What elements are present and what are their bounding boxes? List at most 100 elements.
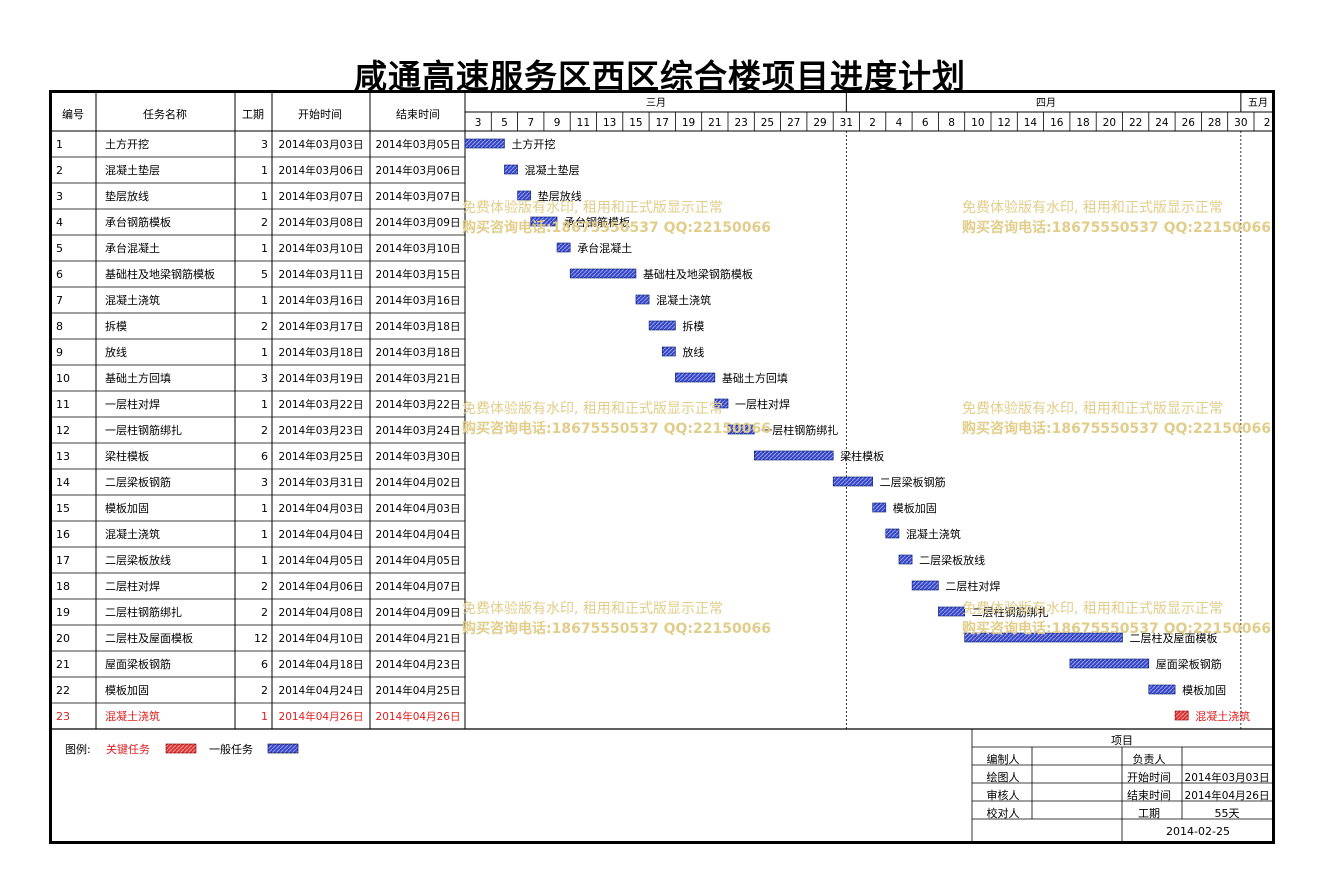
task-duration: 1 xyxy=(261,190,268,203)
task-bar-label: 二层梁板钢筋 xyxy=(880,475,946,489)
task-end: 2014年04月07日 xyxy=(376,580,461,593)
task-duration: 6 xyxy=(261,450,268,463)
task-end: 2014年03月10日 xyxy=(376,242,461,255)
task-duration: 1 xyxy=(261,164,268,177)
day-tick-label: 25 xyxy=(761,117,774,129)
task-duration: 3 xyxy=(261,138,268,151)
task-bar xyxy=(464,138,505,149)
day-tick-label: 12 xyxy=(997,117,1010,129)
task-start: 2014年04月24日 xyxy=(279,684,364,697)
task-end: 2014年03月09日 xyxy=(376,216,461,229)
gantt-bar-group: 基础土方回填 xyxy=(675,371,788,385)
task-duration: 5 xyxy=(261,268,268,281)
task-id: 22 xyxy=(56,684,70,697)
task-id: 2 xyxy=(56,164,63,177)
task-end: 2014年03月06日 xyxy=(376,164,461,177)
task-bar xyxy=(727,424,755,435)
task-bar xyxy=(1069,658,1150,669)
task-bar-label: 基础土方回填 xyxy=(722,371,788,385)
day-tick-label: 23 xyxy=(734,117,747,129)
task-duration: 1 xyxy=(261,528,268,541)
task-bar-label: 一层柱钢筋绑扎 xyxy=(761,423,838,437)
day-tick-label: 30 xyxy=(1234,117,1247,129)
legend: 图例: 关键任务 一般任务 xyxy=(65,742,299,756)
task-name: 模板加固 xyxy=(105,683,149,697)
task-bar xyxy=(661,346,676,357)
task-name: 承台混凝土 xyxy=(105,241,160,255)
task-bar-label: 基础柱及地梁钢筋模板 xyxy=(643,267,753,281)
gantt-bar-group: 二层柱钢筋绑扎 xyxy=(938,605,1049,619)
task-start: 2014年03月10日 xyxy=(279,242,364,255)
task-duration: 1 xyxy=(261,346,268,359)
task-duration: 2 xyxy=(261,606,268,619)
task-id: 5 xyxy=(56,242,63,255)
task-id: 21 xyxy=(56,658,70,671)
task-end: 2014年03月07日 xyxy=(376,190,461,203)
task-bar xyxy=(635,294,650,305)
info-header: 项目 xyxy=(1111,734,1133,747)
gantt-bar-group: 承台混凝土 xyxy=(556,241,632,255)
task-end: 2014年03月21日 xyxy=(376,372,461,385)
info-compiler-label: 编制人 xyxy=(987,752,1020,766)
task-start: 2014年03月18日 xyxy=(279,346,364,359)
task-end: 2014年04月02日 xyxy=(376,476,461,489)
task-end: 2014年04月21日 xyxy=(376,632,461,645)
task-end: 2014年04月09日 xyxy=(376,606,461,619)
task-bar-label: 承台钢筋模板 xyxy=(564,215,630,229)
task-id: 16 xyxy=(56,528,70,541)
task-duration: 1 xyxy=(261,502,268,515)
day-tick-label: 31 xyxy=(840,117,853,129)
gantt-bar-group: 模板加固 xyxy=(1148,683,1226,697)
task-bar xyxy=(504,164,518,175)
day-tick-label: 13 xyxy=(603,117,616,129)
task-duration: 2 xyxy=(261,684,268,697)
task-id: 15 xyxy=(56,502,70,515)
task-name: 二层梁板放线 xyxy=(105,553,171,567)
day-tick-label: 11 xyxy=(577,117,590,129)
day-tick-label: 7 xyxy=(527,117,534,129)
task-start: 2014年03月08日 xyxy=(279,216,364,229)
task-id: 9 xyxy=(56,346,63,359)
task-bar-label: 二层柱及屋面模板 xyxy=(1130,631,1218,645)
task-start: 2014年04月03日 xyxy=(279,502,364,515)
critical-task-bar xyxy=(1174,710,1189,721)
task-name: 一层柱钢筋绑扎 xyxy=(105,423,182,437)
info-end-value: 2014年04月26日 xyxy=(1185,789,1270,802)
info-date: 2014-02-25 xyxy=(1166,825,1230,838)
task-end: 2014年03月24日 xyxy=(376,424,461,437)
task-id: 11 xyxy=(56,398,70,411)
task-id: 4 xyxy=(56,216,63,229)
task-start: 2014年03月31日 xyxy=(279,476,364,489)
info-drawer-label: 绘图人 xyxy=(987,770,1020,784)
task-bar-label: 垫层放线 xyxy=(538,189,582,203)
task-end: 2014年04月04日 xyxy=(376,528,461,541)
gantt-bar-group: 模板加固 xyxy=(872,501,937,515)
task-end: 2014年04月03日 xyxy=(376,502,461,515)
gantt-bar-group: 混凝土垫层 xyxy=(504,163,580,177)
task-bar xyxy=(517,190,532,201)
task-id: 14 xyxy=(56,476,70,489)
task-start: 2014年04月05日 xyxy=(279,554,364,567)
task-bar xyxy=(556,242,571,253)
task-name: 拆模 xyxy=(105,319,127,333)
legend-normal-swatch xyxy=(267,743,299,754)
task-bar-label: 梁柱模板 xyxy=(840,449,884,463)
task-duration: 3 xyxy=(261,476,268,489)
task-bar xyxy=(885,528,900,539)
info-checker-label: 校对人 xyxy=(987,806,1020,820)
day-tick-label: 6 xyxy=(922,117,929,129)
